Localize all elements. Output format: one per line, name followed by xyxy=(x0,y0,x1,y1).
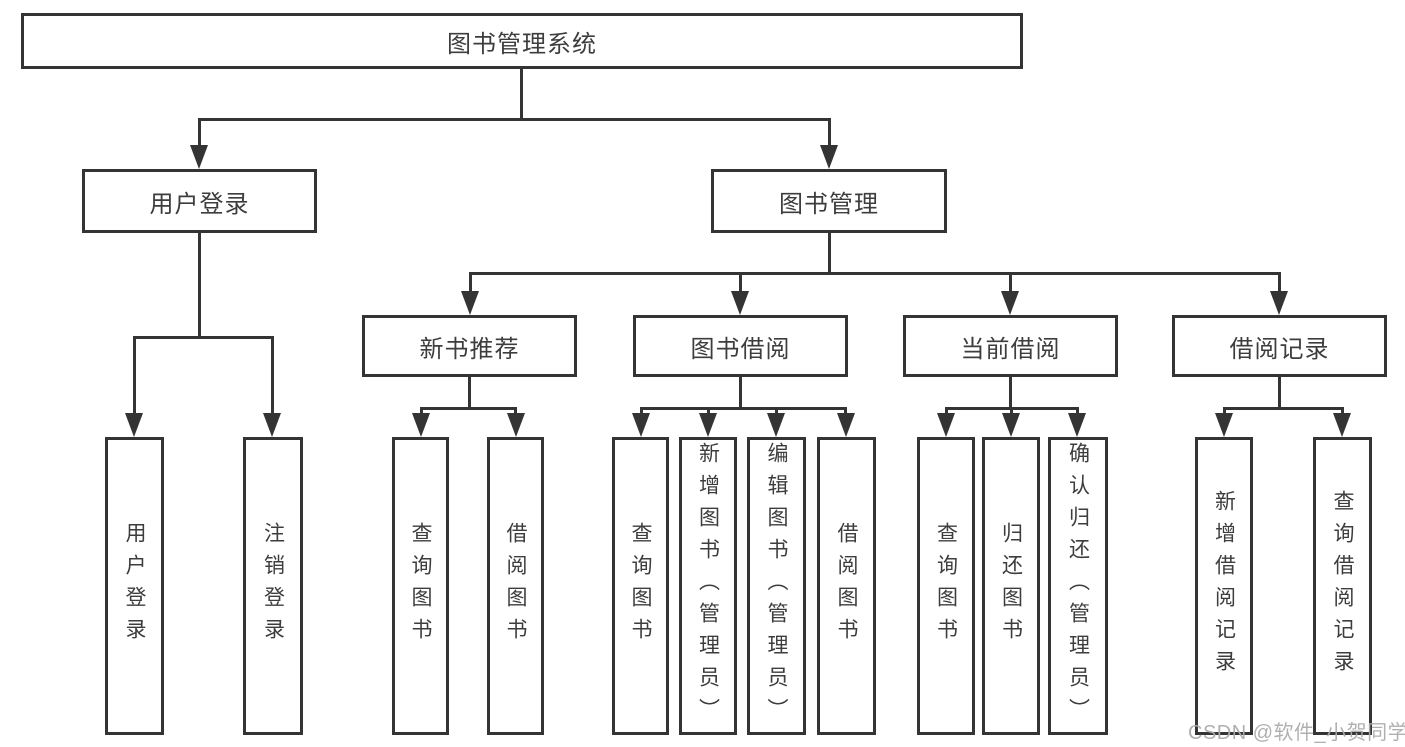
connector-drop-login-child1 xyxy=(133,336,136,415)
connector-drop-cur1 xyxy=(945,407,948,417)
arrowhead-bor1-icon xyxy=(632,413,650,437)
leaf-recommend-query-books: 查询图书 xyxy=(392,437,449,735)
arrowhead-bor4-icon xyxy=(837,413,855,437)
connector-recommend-stem xyxy=(468,377,471,407)
leaf-return-books: 归还图书 xyxy=(982,437,1040,735)
arrowhead-cur3-icon xyxy=(1068,413,1086,437)
connector-mgmt-hbar xyxy=(469,272,1281,275)
leaf-add-books-admin-label: 新增图书（管理员） xyxy=(696,442,720,730)
arrowhead-rec2-icon xyxy=(507,413,525,437)
connector-records-stem xyxy=(1278,377,1281,407)
node-borrow-records: 借阅记录 xyxy=(1172,315,1387,377)
connector-drop-rcd2 xyxy=(1341,407,1344,417)
connector-drop-rec2 xyxy=(514,407,517,417)
arrowhead-book-mgmt-icon xyxy=(820,145,838,169)
connector-drop-cur2 xyxy=(1010,407,1013,417)
leaf-current-query-books: 查询图书 xyxy=(917,437,975,735)
connector-drop-book-mgmt xyxy=(828,118,831,147)
connector-borrow-hbar xyxy=(640,407,847,410)
node-book-borrow-label: 图书借阅 xyxy=(690,335,791,363)
connector-drop-bor3 xyxy=(775,407,778,417)
connector-records-hbar xyxy=(1223,407,1343,410)
arrowhead-cur1-icon xyxy=(937,413,955,437)
node-root: 图书管理系统 xyxy=(21,13,1023,69)
node-current-borrow-label: 当前借阅 xyxy=(960,335,1061,363)
connector-drop-rec1 xyxy=(420,407,423,417)
arrowhead-login-child2-icon xyxy=(263,413,281,437)
leaf-user-login: 用户登录 xyxy=(105,437,164,735)
leaf-add-borrow-record-label: 新增借阅记录 xyxy=(1212,490,1236,682)
node-book-borrow: 图书借阅 xyxy=(633,315,848,377)
node-borrow-records-label: 借阅记录 xyxy=(1229,335,1330,363)
connector-drop-login-child2 xyxy=(271,336,274,415)
connector-drop-rcd1 xyxy=(1223,407,1226,417)
connector-current-stem xyxy=(1009,377,1012,407)
arrowhead-recommend-icon xyxy=(461,291,479,315)
connector-recommend-hbar xyxy=(420,407,517,410)
leaf-recommend-borrow-books: 借阅图书 xyxy=(487,437,544,735)
node-current-borrow: 当前借阅 xyxy=(903,315,1118,377)
leaf-borrow-query-books-label: 查询图书 xyxy=(629,522,652,650)
leaf-borrow-borrow-books: 借阅图书 xyxy=(817,437,876,735)
connector-drop-records xyxy=(1278,272,1281,293)
leaf-current-query-books-label: 查询图书 xyxy=(934,522,958,650)
leaf-confirm-return-admin-label: 确认归还（管理员） xyxy=(1066,442,1090,730)
arrowhead-borrow-icon xyxy=(731,291,749,315)
leaf-add-borrow-record: 新增借阅记录 xyxy=(1195,437,1253,735)
csdn-watermark: CSDN @软件_小贺同学 xyxy=(1188,722,1405,744)
connector-drop-recommend xyxy=(469,272,472,293)
leaf-user-login-label: 用户登录 xyxy=(123,522,146,650)
connector-mgmt-stem xyxy=(828,233,831,272)
arrowhead-user-login-icon xyxy=(190,145,208,169)
leaf-edit-books-admin: 编辑图书（管理员） xyxy=(747,437,806,735)
node-user-login: 用户登录 xyxy=(82,169,317,233)
leaf-query-borrow-record-label: 查询借阅记录 xyxy=(1331,490,1354,682)
arrowhead-cur2-icon xyxy=(1002,413,1020,437)
node-book-management: 图书管理 xyxy=(711,169,947,233)
leaf-logout: 注销登录 xyxy=(243,437,303,735)
leaf-edit-books-admin-label: 编辑图书（管理员） xyxy=(765,442,788,730)
node-root-label: 图书管理系统 xyxy=(447,30,597,58)
leaf-recommend-query-books-label: 查询图书 xyxy=(409,522,432,650)
connector-drop-bor1 xyxy=(640,407,643,417)
connector-borrow-stem xyxy=(739,377,742,407)
leaf-add-books-admin: 新增图书（管理员） xyxy=(679,437,737,735)
connector-drop-cur3 xyxy=(1076,407,1079,417)
connector-drop-borrow xyxy=(739,272,742,293)
arrowhead-rec1-icon xyxy=(412,413,430,437)
arrowhead-current-icon xyxy=(1001,291,1019,315)
arrowhead-records-icon xyxy=(1270,291,1288,315)
connector-drop-bor2 xyxy=(707,407,710,417)
connector-root-hbar xyxy=(198,118,831,121)
connector-root-stem xyxy=(520,69,523,120)
connector-login-stem xyxy=(198,233,201,336)
leaf-recommend-borrow-books-label: 借阅图书 xyxy=(504,522,527,650)
connector-drop-user-login xyxy=(198,118,201,147)
leaf-query-borrow-record: 查询借阅记录 xyxy=(1313,437,1372,735)
connector-drop-current xyxy=(1009,272,1012,293)
arrowhead-bor2-icon xyxy=(699,413,717,437)
leaf-borrow-borrow-books-label: 借阅图书 xyxy=(835,522,858,650)
node-new-book-recommend-label: 新书推荐 xyxy=(419,335,520,363)
leaf-confirm-return-admin: 确认归还（管理员） xyxy=(1048,437,1108,735)
leaf-return-books-label: 归还图书 xyxy=(999,522,1023,650)
arrowhead-rcd2-icon xyxy=(1333,413,1351,437)
node-user-login-label: 用户登录 xyxy=(149,190,250,218)
node-new-book-recommend: 新书推荐 xyxy=(362,315,577,377)
arrowhead-rcd1-icon xyxy=(1215,413,1233,437)
arrowhead-login-child1-icon xyxy=(125,413,143,437)
leaf-logout-label: 注销登录 xyxy=(261,522,285,650)
leaf-borrow-query-books: 查询图书 xyxy=(612,437,669,735)
connector-login-hbar xyxy=(133,336,274,339)
node-book-management-label: 图书管理 xyxy=(779,190,879,218)
arrowhead-bor3-icon xyxy=(767,413,785,437)
connector-drop-bor4 xyxy=(844,407,847,417)
